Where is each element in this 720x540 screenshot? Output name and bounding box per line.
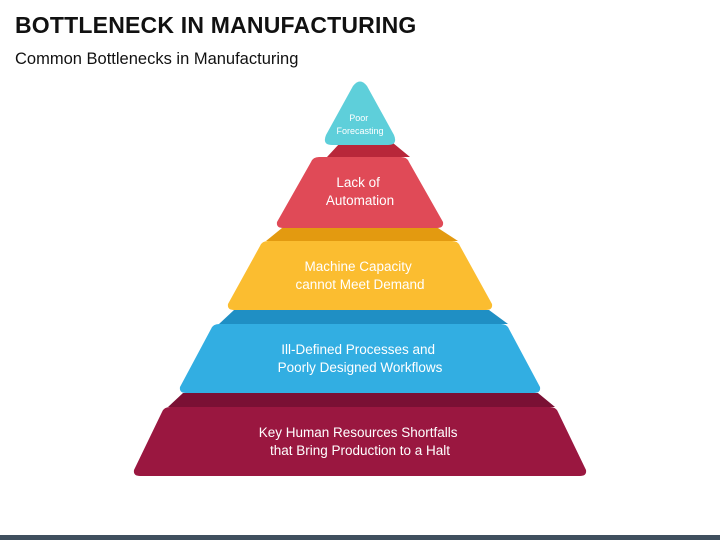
level-3-label: Machine Capacity cannot Meet Demand — [295, 259, 424, 292]
level-1-label: Poor Forecasting — [336, 113, 383, 136]
level-3-line-2: cannot Meet Demand — [295, 277, 424, 292]
level-4-shape — [179, 324, 541, 393]
slide-title: BOTTLENECK IN MANUFACTURING — [15, 12, 417, 38]
level-5-shape — [133, 407, 587, 476]
level-4-line-2: Poorly Designed Workflows — [278, 360, 443, 375]
level-5-line-2: that Bring Production to a Halt — [270, 443, 450, 458]
slide-subtitle: Common Bottlenecks in Manufacturing — [15, 50, 299, 68]
level-1-line-1: Poor — [349, 113, 368, 123]
level-4-label: Ill-Defined Processes and Poorly Designe… — [278, 342, 443, 375]
level-2-label: Lack of Automation — [326, 175, 394, 208]
level-5-line-1: Key Human Resources Shortfalls — [259, 425, 458, 440]
level-2-shape — [276, 157, 444, 228]
level-2-line-1: Lack of — [336, 175, 380, 190]
level-5-label: Key Human Resources Shortfalls that Brin… — [259, 425, 462, 458]
ribbon-3 — [219, 310, 508, 324]
ribbon-1 — [327, 143, 410, 157]
level-3-shape — [227, 241, 493, 310]
level-2-line-2: Automation — [326, 193, 394, 208]
bottom-bar — [0, 535, 720, 540]
level-4-line-1: Ill-Defined Processes and — [281, 342, 435, 357]
ribbon-2 — [266, 228, 458, 241]
level-1-shape — [324, 81, 396, 145]
level-3-line-1: Machine Capacity — [304, 259, 412, 274]
ribbon-4 — [168, 393, 555, 407]
level-1-line-2: Forecasting — [336, 126, 383, 136]
